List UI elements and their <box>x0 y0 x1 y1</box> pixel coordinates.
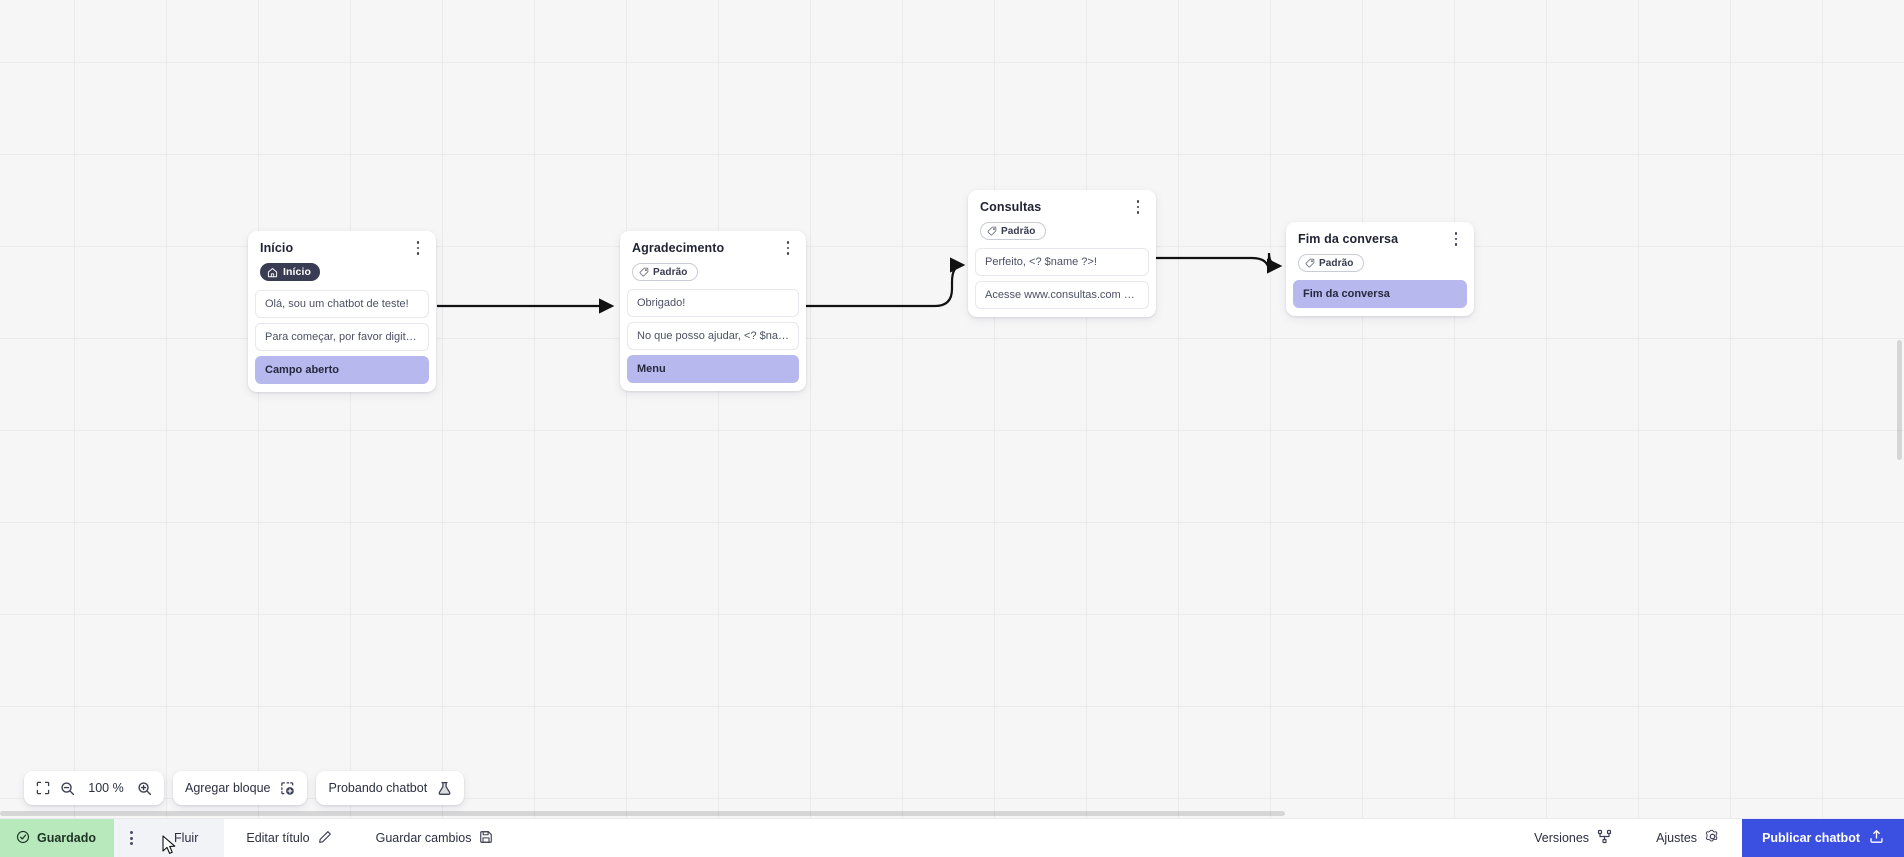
statusbar-spacer <box>515 819 1512 857</box>
check-circle-icon <box>16 830 30 847</box>
node-header: Agradecimento <box>620 240 806 256</box>
versions-button[interactable]: Versiones <box>1512 819 1634 857</box>
save-changes-label: Guardar cambios <box>375 831 472 845</box>
canvas-toolbar: 100 % Agregar bloque Probando chatbo <box>24 771 465 805</box>
node-badge-row: Padrão <box>620 256 806 282</box>
zoom-in-icon[interactable] <box>137 781 152 796</box>
saved-label: Guardado <box>37 831 97 845</box>
node-badge-default[interactable]: Padrão <box>632 263 698 281</box>
tag-icon <box>1305 258 1315 268</box>
horizontal-scrollbar[interactable] <box>0 811 1285 816</box>
gear-icon <box>1705 829 1720 847</box>
add-block-icon <box>280 781 295 796</box>
add-block-button[interactable]: Agregar bloque <box>173 771 308 805</box>
test-chatbot-button[interactable]: Probando chatbot <box>316 771 465 805</box>
fit-screen-icon[interactable] <box>36 781 50 795</box>
vertical-scrollbar[interactable] <box>1897 340 1902 460</box>
node-badge-row: Padrão <box>968 215 1156 241</box>
node-row[interactable]: Acesse www.consultas.com par... <box>975 281 1149 309</box>
bottom-status-bar: Guardado Fluir Editar título Guardar cam… <box>0 818 1904 857</box>
edit-title-label: Editar título <box>246 831 310 845</box>
flow-connectors <box>437 252 1283 314</box>
versions-label: Versiones <box>1534 831 1590 845</box>
node-menu-button[interactable] <box>411 240 425 256</box>
node-title: Consultas <box>980 200 1042 214</box>
settings-label: Ajustes <box>1656 831 1698 845</box>
edge-consultas-to-fim <box>1155 252 1283 274</box>
flow-node-inicio[interactable]: Início Início Olá, sou um chatbot de tes… <box>248 231 436 392</box>
zoom-out-icon[interactable] <box>60 781 75 796</box>
edge-agradecimento-to-consultas <box>805 257 966 308</box>
pencil-icon <box>318 830 332 847</box>
publish-label: Publicar chatbot <box>1762 831 1860 845</box>
node-title: Início <box>260 241 294 255</box>
add-block-label: Agregar bloque <box>185 781 271 795</box>
tab-fluir-label: Fluir <box>174 831 199 845</box>
node-badge-label: Início <box>283 266 312 278</box>
flow-node-consultas[interactable]: Consultas Padrão Perfeito, <? $name ?>! … <box>968 190 1156 317</box>
node-rows: Fim da conversa <box>1286 273 1474 316</box>
node-header: Consultas <box>968 199 1156 215</box>
node-badge-label: Padrão <box>1319 257 1354 269</box>
zoom-level-value: 100 % <box>88 781 124 795</box>
tag-icon <box>639 267 649 277</box>
node-row[interactable]: Olá, sou um chatbot de teste! <box>255 289 429 318</box>
node-rows: Perfeito, <? $name ?>! Acesse www.consul… <box>968 241 1156 317</box>
node-row[interactable]: Perfeito, <? $name ?>! <box>975 248 1149 276</box>
node-header: Fim da conversa <box>1286 231 1474 247</box>
floppy-disk-icon <box>479 830 493 847</box>
statusbar-kebab-menu[interactable] <box>114 819 149 857</box>
flask-icon <box>437 781 452 796</box>
tab-fluir[interactable]: Fluir <box>148 819 225 857</box>
home-icon <box>267 267 278 277</box>
node-rows: Obrigado! No que posso ajudar, <? $name … <box>620 282 806 391</box>
node-title: Agradecimento <box>632 241 725 255</box>
node-menu-button[interactable] <box>781 240 795 256</box>
node-menu-button[interactable] <box>1449 231 1463 247</box>
node-title: Fim da conversa <box>1298 232 1399 246</box>
edit-title-button[interactable]: Editar título <box>224 819 353 857</box>
node-header: Início <box>248 240 436 256</box>
node-badge-label: Padrão <box>1001 225 1036 237</box>
test-chatbot-label: Probando chatbot <box>328 781 428 795</box>
settings-button[interactable]: Ajustes <box>1634 819 1742 857</box>
node-badge-label: Padrão <box>653 266 688 278</box>
save-changes-button[interactable]: Guardar cambios <box>354 819 516 857</box>
node-badge-row: Início <box>248 256 436 283</box>
node-row-accent[interactable]: Menu <box>627 355 799 383</box>
tag-icon <box>987 226 997 236</box>
node-row[interactable]: Para começar, por favor digite o ... <box>255 322 429 351</box>
node-badge-default[interactable]: Padrão <box>1298 254 1364 272</box>
publish-chatbot-button[interactable]: Publicar chatbot <box>1742 819 1904 857</box>
node-badge-default[interactable]: Padrão <box>980 222 1046 240</box>
kebab-menu-icon <box>129 830 133 846</box>
node-rows: Olá, sou um chatbot de teste! Para começ… <box>248 283 436 392</box>
node-row[interactable]: Obrigado! <box>627 289 799 317</box>
saved-status-badge: Guardado <box>0 819 115 857</box>
branch-icon <box>1597 829 1612 847</box>
node-badge-start[interactable]: Início <box>260 263 321 281</box>
node-row-accent[interactable]: Fim da conversa <box>1293 280 1467 308</box>
zoom-controls: 100 % <box>24 771 164 805</box>
flow-canvas[interactable]: Início Início Olá, sou um chatbot de tes… <box>0 0 1904 818</box>
node-badge-row: Padrão <box>1286 247 1474 273</box>
flow-node-fim-da-conversa[interactable]: Fim da conversa Padrão Fim da conversa <box>1286 222 1474 316</box>
flow-node-agradecimento[interactable]: Agradecimento Padrão Obrigado! No que po… <box>620 231 806 391</box>
upload-icon <box>1869 829 1884 847</box>
node-menu-button[interactable] <box>1131 199 1145 215</box>
node-row[interactable]: No que posso ajudar, <? $name ... <box>627 322 799 350</box>
node-row-accent[interactable]: Campo aberto <box>255 355 429 384</box>
